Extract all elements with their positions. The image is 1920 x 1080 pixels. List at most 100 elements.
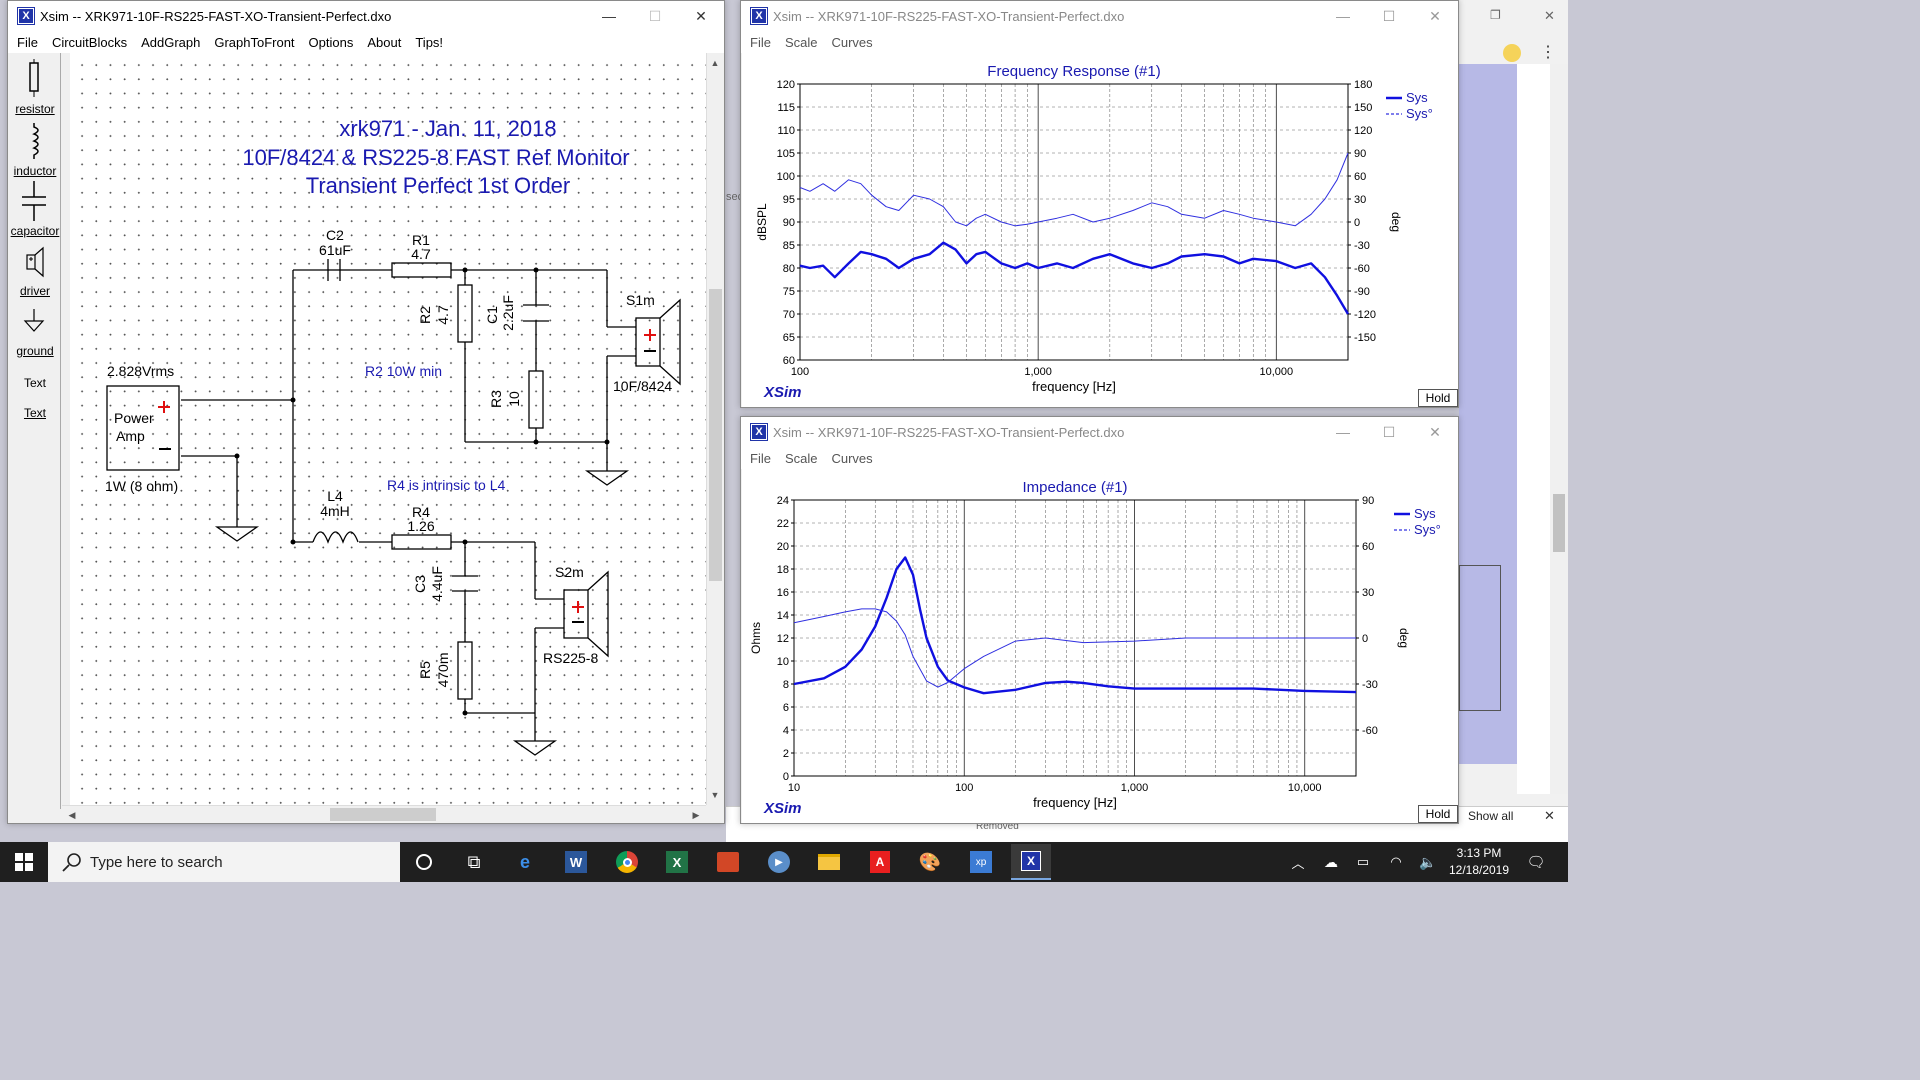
maximize-button[interactable]: ☐ xyxy=(1382,423,1396,440)
minimize-button[interactable]: — xyxy=(1336,8,1350,24)
maximize-button[interactable]: ☐ xyxy=(648,7,662,24)
r4-resistor[interactable] xyxy=(391,534,452,550)
schematic_window-menu-addgraph[interactable]: AddGraph xyxy=(141,34,201,50)
y2-tick-label: -30 xyxy=(1354,240,1370,252)
close-button[interactable]: ✕ xyxy=(695,7,707,24)
freq_window-menu-scale[interactable]: Scale xyxy=(784,34,818,50)
file-explorer-icon[interactable] xyxy=(809,846,849,878)
palette-capacitor[interactable]: capacitor xyxy=(9,181,61,238)
x-tick-label: 10 xyxy=(788,782,800,794)
xsim-taskbar-icon[interactable]: X xyxy=(1011,844,1051,880)
close-button[interactable]: ✕ xyxy=(1429,423,1441,440)
tray-chevron-icon[interactable]: ︿ xyxy=(1291,855,1305,871)
imp_window-menu-file[interactable]: File xyxy=(750,450,771,466)
task-view-icon[interactable]: ⧉ xyxy=(467,851,481,872)
acrobat-icon[interactable]: A xyxy=(860,846,900,878)
background-close-icon[interactable]: ✕ xyxy=(1544,8,1555,23)
minimize-button[interactable]: — xyxy=(1336,424,1350,440)
show-all-button[interactable]: Show all xyxy=(1468,809,1514,823)
palette-inductor[interactable]: inductor xyxy=(9,121,61,178)
palette-driver[interactable]: driver xyxy=(9,245,61,298)
hscroll-thumb[interactable] xyxy=(330,808,436,821)
scroll-down-arrow[interactable]: ▼ xyxy=(710,790,720,800)
minimize-button[interactable]: — xyxy=(602,8,616,24)
schematic-hscroll[interactable]: ◀ ▶ xyxy=(62,805,706,823)
chrome-icon[interactable] xyxy=(607,846,647,878)
maximize-button[interactable]: ☐ xyxy=(1382,7,1396,24)
battery-icon[interactable]: ▭ xyxy=(1356,854,1370,869)
y-tick-label: 100 xyxy=(777,171,795,183)
r2-resistor[interactable] xyxy=(457,284,473,343)
y-tick-label: 6 xyxy=(783,702,789,714)
freq-menubar: File Scale Curves xyxy=(741,31,1458,53)
power-amp-box[interactable] xyxy=(106,385,180,471)
impedance-window: X Xsim -- XRK971-10F-RS225-FAST-XO-Trans… xyxy=(740,416,1459,824)
driver-icon xyxy=(26,246,44,278)
schematic_window-menu-file[interactable]: File xyxy=(17,34,38,50)
imp_window-menu-curves[interactable]: Curves xyxy=(831,450,873,466)
palette-ground[interactable]: ground xyxy=(9,307,61,358)
schematic_window-menu-about[interactable]: About xyxy=(367,34,402,50)
media-player-icon[interactable]: ▶ xyxy=(759,846,799,878)
schematic_window-menu-options[interactable]: Options xyxy=(308,34,354,50)
edge-icon[interactable]: e xyxy=(519,851,530,872)
s2-driver[interactable] xyxy=(563,570,609,658)
palette-text-plain[interactable]: Text xyxy=(23,376,46,390)
palette-resistor[interactable]: resistor xyxy=(9,59,61,116)
r3-resistor[interactable] xyxy=(528,370,544,429)
office-app-icon[interactable] xyxy=(708,846,748,878)
ground-icon xyxy=(23,309,45,332)
impedance-chart: Impedance (#1)024681012141618202224-60-3… xyxy=(749,479,1441,810)
clock[interactable]: 3:13 PM 12/18/2019 xyxy=(1440,845,1518,879)
scroll-up-arrow[interactable]: ▲ xyxy=(710,58,720,68)
search-placeholder: Type here to search xyxy=(90,853,223,871)
cortana-icon[interactable] xyxy=(404,846,444,878)
onedrive-icon[interactable]: ☁ xyxy=(1324,853,1338,870)
r5-resistor[interactable] xyxy=(457,641,473,700)
freq-titlebar[interactable]: X Xsim -- XRK971-10F-RS225-FAST-XO-Trans… xyxy=(741,1,1458,31)
schematic-canvas[interactable]: xrk971 - Jan. 11, 2018 10F/8424 & RS225-… xyxy=(70,53,712,805)
schematic_window-menu-graphtofront[interactable]: GraphToFront xyxy=(214,34,295,50)
x-axis-label: frequency [Hz] xyxy=(1033,795,1117,810)
r2-name: R2 xyxy=(417,306,433,324)
scroll-thumb[interactable] xyxy=(709,289,722,581)
xp-app-icon[interactable]: xp xyxy=(961,846,1001,878)
wifi-icon[interactable]: ◠ xyxy=(1390,854,1402,869)
ground-symbol-3 xyxy=(512,740,558,756)
imp_window-menu-scale[interactable]: Scale xyxy=(784,450,818,466)
taskbar-search[interactable]: Type here to search xyxy=(48,842,400,882)
start-button[interactable] xyxy=(4,846,44,878)
schematic_window-menu-tips[interactable]: Tips! xyxy=(415,34,444,50)
amp-power-rating: 1W (8 ohm) xyxy=(105,478,178,494)
background-menu-icon[interactable]: ⋮ xyxy=(1540,44,1556,61)
l4-inductor[interactable] xyxy=(312,531,359,544)
schematic-vscroll[interactable]: ▲ ▼ xyxy=(706,53,724,805)
c1-capacitor[interactable] xyxy=(523,304,549,322)
word-icon[interactable]: W xyxy=(556,846,596,878)
freq_window-menu-curves[interactable]: Curves xyxy=(831,34,873,50)
c3-capacitor[interactable] xyxy=(452,575,478,592)
freq_window-menu-file[interactable]: File xyxy=(750,34,771,50)
y-tick-label: 90 xyxy=(783,217,795,229)
excel-icon[interactable]: X xyxy=(657,846,697,878)
action-center-icon[interactable]: 🗨 xyxy=(1526,854,1546,871)
hold-button[interactable]: Hold xyxy=(1418,389,1458,407)
downloads-close-icon[interactable]: ✕ xyxy=(1544,808,1555,823)
scroll-right-arrow[interactable]: ▶ xyxy=(692,809,700,820)
schematic_window-menu-circuitblocks[interactable]: CircuitBlocks xyxy=(51,34,128,50)
scroll-left-arrow[interactable]: ◀ xyxy=(68,809,76,820)
imp-titlebar[interactable]: X Xsim -- XRK971-10F-RS225-FAST-XO-Trans… xyxy=(741,417,1458,447)
c2-capacitor[interactable] xyxy=(327,259,350,281)
r4-value: 1.26 xyxy=(407,518,434,534)
background-restore-icon[interactable]: ❐ xyxy=(1490,8,1501,22)
s1-driver[interactable] xyxy=(635,298,681,386)
legend-label: Sys xyxy=(1406,90,1428,105)
r1-resistor[interactable] xyxy=(391,262,452,278)
palette-text-link[interactable]: Text xyxy=(23,406,46,420)
paint-icon[interactable]: 🎨 xyxy=(918,851,942,872)
schematic-titlebar[interactable]: X Xsim -- XRK971-10F-RS225-FAST-XO-Trans… xyxy=(8,1,724,31)
hold-button[interactable]: Hold xyxy=(1418,805,1458,823)
frequency-response-chart: Frequency Response (#1)60657075808590951… xyxy=(755,63,1433,394)
volume-icon[interactable]: 🔈 xyxy=(1419,853,1437,870)
close-button[interactable]: ✕ xyxy=(1429,7,1441,24)
